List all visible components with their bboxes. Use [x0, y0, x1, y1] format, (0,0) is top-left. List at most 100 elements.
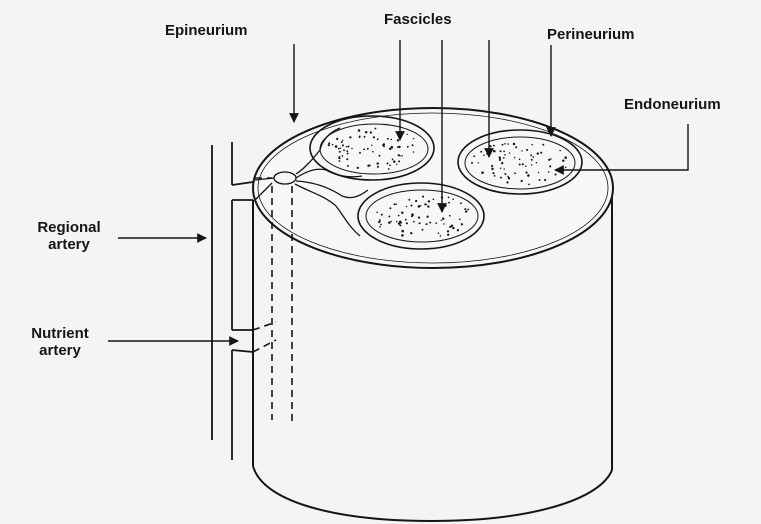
stipple-dot	[504, 173, 506, 175]
stipple-dot	[448, 197, 450, 199]
stipple-dot	[548, 171, 550, 173]
stipple-dot	[358, 129, 361, 132]
stipple-dot	[343, 149, 345, 151]
stipple-dot	[540, 152, 542, 154]
stipple-dot	[432, 198, 434, 200]
stipple-dot	[381, 214, 383, 216]
stipple-dot	[501, 162, 503, 164]
stipple-dot	[335, 145, 338, 148]
stipple-dot	[514, 157, 516, 159]
stipple-dot	[489, 145, 491, 147]
stipple-dot	[388, 168, 390, 170]
stipple-dot	[346, 158, 348, 160]
stipple-dot	[351, 148, 352, 149]
stipple-dot	[420, 205, 421, 206]
stipple-dot	[522, 163, 524, 165]
stipple-dot	[364, 136, 366, 138]
stipple-dot	[429, 222, 431, 224]
stipple-dot	[332, 144, 334, 146]
stipple-dot	[471, 162, 473, 164]
stipple-dot	[339, 151, 341, 153]
stipple-dot	[554, 173, 556, 175]
stipple-dot	[504, 143, 506, 145]
stipple-dot	[473, 155, 475, 157]
stipple-dot	[363, 149, 365, 151]
stipple-dot	[435, 222, 437, 224]
stipple-dot	[367, 165, 369, 167]
stipple-dot	[536, 162, 538, 164]
stipple-dot	[419, 222, 421, 224]
stipple-dot	[413, 221, 415, 223]
stipple-dot	[530, 154, 532, 156]
stipple-dot	[527, 174, 530, 177]
stipple-dot	[396, 164, 397, 165]
stipple-dot	[519, 158, 521, 160]
stipple-dot	[491, 165, 493, 167]
stipple-dot	[537, 152, 539, 154]
stipple-dot	[339, 147, 341, 149]
stipple-dot	[377, 166, 379, 168]
stipple-dot	[422, 196, 424, 198]
stipple-dot	[379, 226, 381, 228]
stipple-dot	[549, 165, 551, 167]
stipple-dot	[390, 139, 392, 141]
stipple-dot	[370, 131, 372, 133]
stipple-dot	[532, 156, 534, 158]
endoneurium-label: Endoneurium	[624, 96, 721, 113]
regional-artery-label-line-1: Regional	[16, 219, 122, 236]
stipple-dot	[457, 229, 459, 231]
stipple-dot	[407, 146, 409, 148]
stipple-dot	[406, 206, 408, 208]
stipple-dot	[525, 171, 527, 173]
stipple-dot	[526, 149, 528, 151]
stipple-dot	[412, 144, 414, 146]
stipple-dot	[398, 154, 400, 156]
stipple-dot	[427, 205, 429, 207]
stipple-dot	[336, 138, 338, 140]
stipple-dot	[539, 179, 541, 181]
stipple-dot	[425, 223, 427, 225]
stipple-dot	[410, 204, 412, 206]
stipple-dot	[390, 221, 392, 223]
stipple-dot	[478, 162, 479, 163]
stipple-dot	[422, 229, 424, 231]
stipple-dot	[513, 143, 515, 145]
stipple-dot	[413, 151, 415, 153]
stipple-dot	[481, 171, 484, 174]
stipple-dot	[397, 146, 399, 148]
stipple-dot	[525, 165, 527, 167]
stipple-dot	[542, 144, 544, 146]
stipple-dot	[503, 157, 505, 159]
stipple-dot	[443, 223, 444, 224]
regional-artery-label: Regional artery	[16, 219, 122, 253]
nutrient-artery-label-line-1: Nutrient	[10, 325, 110, 342]
stipple-dot	[342, 144, 344, 146]
stipple-dot	[398, 215, 400, 217]
stipple-dot	[357, 167, 359, 169]
stipple-dot	[448, 202, 450, 204]
stipple-dot	[461, 223, 463, 225]
nutrient-artery-label: Nutrient artery	[10, 325, 110, 359]
stipple-dot	[548, 159, 550, 161]
stipple-dot	[506, 181, 508, 183]
stipple-dot	[467, 208, 469, 210]
stipple-dot	[341, 141, 343, 143]
stipple-dot	[428, 200, 430, 202]
stipple-dot	[494, 175, 496, 177]
stipple-dot	[550, 158, 552, 160]
stipple-dot	[447, 234, 449, 236]
stipple-dot	[491, 168, 493, 170]
stipple-dot	[514, 172, 516, 174]
stipple-dot	[393, 160, 396, 163]
stipple-dot	[347, 153, 349, 155]
stipple-dot	[418, 205, 421, 208]
stipple-dot	[380, 224, 382, 226]
stipple-dot	[459, 218, 461, 220]
stipple-dot	[500, 177, 502, 179]
epineurium-surface	[253, 108, 613, 268]
stipple-dot	[371, 144, 372, 145]
stipple-dot	[398, 160, 400, 162]
stipple-dot	[342, 155, 344, 157]
